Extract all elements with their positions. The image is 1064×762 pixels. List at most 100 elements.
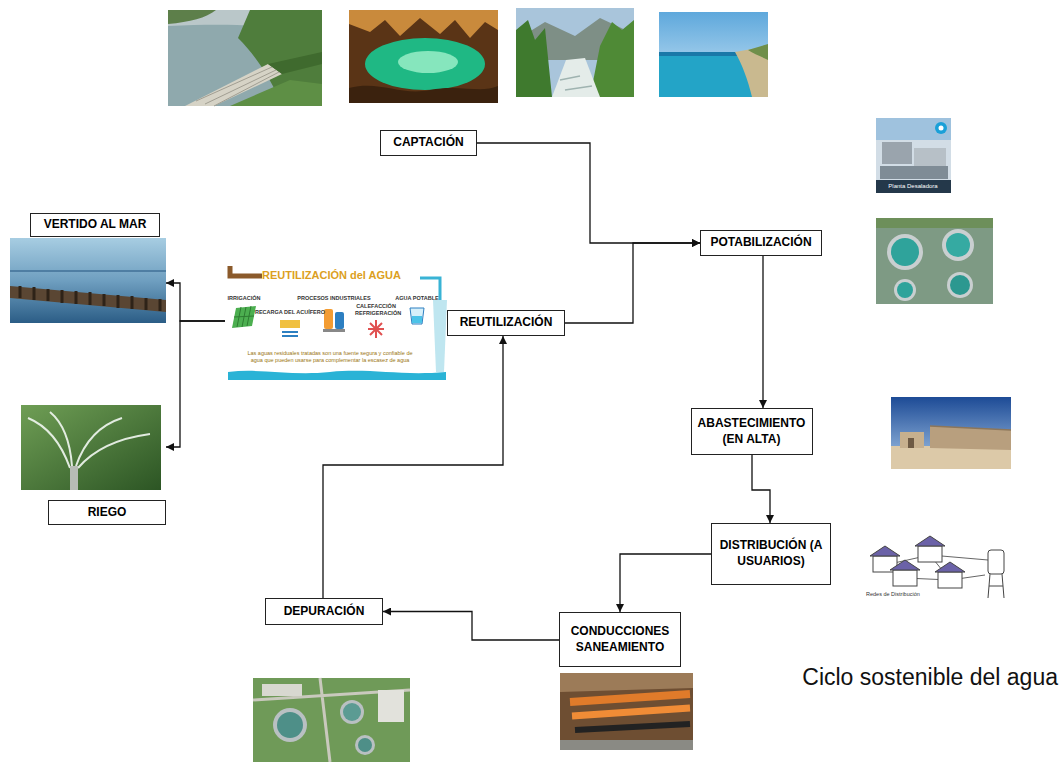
- flow-connector: [323, 336, 503, 598]
- wastewater-plant-photo: [253, 678, 410, 762]
- dam-photo: [268, 52, 322, 74]
- process-box: CAPTACIÓN: [380, 130, 477, 156]
- flow-connector: [166, 283, 225, 321]
- desalination-plant-photo: [876, 118, 951, 193]
- river-photo: [516, 8, 634, 97]
- process-box: ABASTECIMIENTO (EN ALTA): [691, 408, 813, 455]
- reuse-infographic: [335, 312, 344, 329]
- sea-photo: [748, 44, 768, 60]
- reservoir-photo: [891, 397, 1011, 469]
- distribution-network-drawing: [935, 562, 965, 572]
- annotation-label: Redes de Distribución: [866, 591, 920, 598]
- reuse-infographic: [324, 309, 333, 329]
- sewer-trench-photo: [560, 673, 693, 750]
- wastewater-plant-photo: [262, 684, 302, 696]
- flow-connector: [565, 243, 700, 323]
- distribution-network-drawing: [870, 546, 900, 556]
- flow-connector: [620, 554, 711, 612]
- wastewater-plant-photo: [378, 690, 404, 722]
- process-box: POTABILIZACIÓN: [700, 230, 822, 256]
- annotation-label: Las aguas residuales tratadas son una fu…: [246, 350, 414, 363]
- irrigation-photo: [28, 412, 150, 468]
- desalination-plant-photo: [882, 142, 912, 164]
- sea-outfall-photo: [10, 238, 166, 323]
- reuse-infographic: [323, 329, 345, 332]
- sea-outfall-photo: [10, 238, 166, 323]
- desalination-plant-photo: [914, 148, 946, 166]
- treatment-plant-photo: [891, 238, 919, 266]
- node-label: POTABILIZACIÓN: [710, 235, 811, 251]
- reservoir-photo: [891, 397, 1011, 469]
- wastewater-plant-photo: [253, 678, 410, 762]
- node-label: DEPURACIÓN: [284, 604, 365, 620]
- dam-photo: [230, 80, 322, 106]
- flow-connector: [477, 143, 700, 243]
- annotation-label: RECARGA DEL ACUÍFERO: [255, 309, 325, 316]
- wastewater-plant-photo: [253, 678, 410, 762]
- river-photo: [516, 8, 634, 97]
- sea-outfall-photo: [10, 286, 166, 312]
- reuse-infographic: [410, 308, 424, 324]
- annotation-label: IRRIGACIÓN: [228, 295, 261, 302]
- reservoir-photo: [900, 432, 924, 448]
- dam-photo: [168, 10, 216, 24]
- node-label: REUTILIZACIÓN: [447, 310, 565, 336]
- flow-connector: [762, 256, 763, 408]
- node-label: CAPTACIÓN: [393, 135, 463, 151]
- reservoir-photo: [908, 438, 914, 448]
- annotation-label: AGUA POTABLE: [395, 295, 438, 302]
- wastewater-plant-photo: [273, 708, 307, 742]
- reuse-infographic: [228, 266, 447, 380]
- sewer-trench-photo: [560, 673, 693, 692]
- treatment-plant-photo: [876, 218, 993, 228]
- treatment-plant-photo: [897, 282, 913, 298]
- irrigation-photo: [70, 466, 78, 490]
- distribution-network-drawing: [893, 570, 917, 586]
- desalination-plant-photo: [876, 118, 951, 193]
- distribution-network-drawing: [918, 546, 942, 562]
- cave-photo: [349, 10, 498, 38]
- node-label: ABASTECIMIENTO (EN ALTA): [697, 416, 807, 447]
- treatment-plant-photo: [946, 233, 970, 257]
- sewer-trench-photo: [572, 708, 690, 716]
- annotation-label: PROCESOS INDUSTRIALES: [297, 295, 370, 302]
- node-label: CONDUCCIONES SANEAMIENTO: [565, 624, 675, 655]
- reuse-infographic: [228, 371, 446, 380]
- irrigation-photo: [21, 405, 161, 490]
- reuse-infographic: [433, 300, 447, 372]
- desalination-plant-photo: [876, 180, 951, 193]
- wastewater-plant-photo: [340, 700, 364, 724]
- distribution-network-drawing: [938, 572, 962, 588]
- river-photo: [560, 76, 592, 90]
- distribution-network-drawing: [890, 560, 920, 570]
- treatment-plant-photo: [887, 234, 923, 270]
- treatment-plant-photo: [942, 229, 974, 261]
- flow-connector: [166, 321, 225, 447]
- river-photo: [516, 20, 552, 97]
- annotation-label: CALEFACCIÓN REFRIGERACIÓN: [355, 303, 397, 316]
- node-label: VERTIDO AL MAR: [30, 213, 160, 237]
- sea-outfall-photo: [20, 286, 160, 311]
- cave-photo: [349, 10, 498, 103]
- diagram-title: Ciclo sostenible del agua: [802, 664, 1058, 691]
- reuse-infographic: [412, 316, 422, 323]
- wastewater-plant-photo: [358, 738, 372, 752]
- desalination-plant-photo: [876, 118, 951, 140]
- annotation-label: Planta Desaladora: [888, 183, 937, 190]
- flow-connector: [383, 612, 559, 641]
- cave-photo: [349, 86, 498, 103]
- wastewater-plant-photo: [343, 703, 361, 721]
- reuse-infographic: [234, 306, 254, 327]
- sewer-trench-photo: [575, 724, 690, 730]
- river-photo: [590, 20, 634, 97]
- reuse-infographic: [280, 320, 300, 328]
- sea-photo: [659, 12, 768, 97]
- treatment-plant-photo: [947, 272, 973, 298]
- treatment-plant-photo: [950, 275, 970, 295]
- process-box: CONDUCCIONES SANEAMIENTO: [559, 612, 681, 667]
- node-label: RIEGO: [48, 500, 166, 525]
- desalination-plant-photo: [880, 166, 948, 179]
